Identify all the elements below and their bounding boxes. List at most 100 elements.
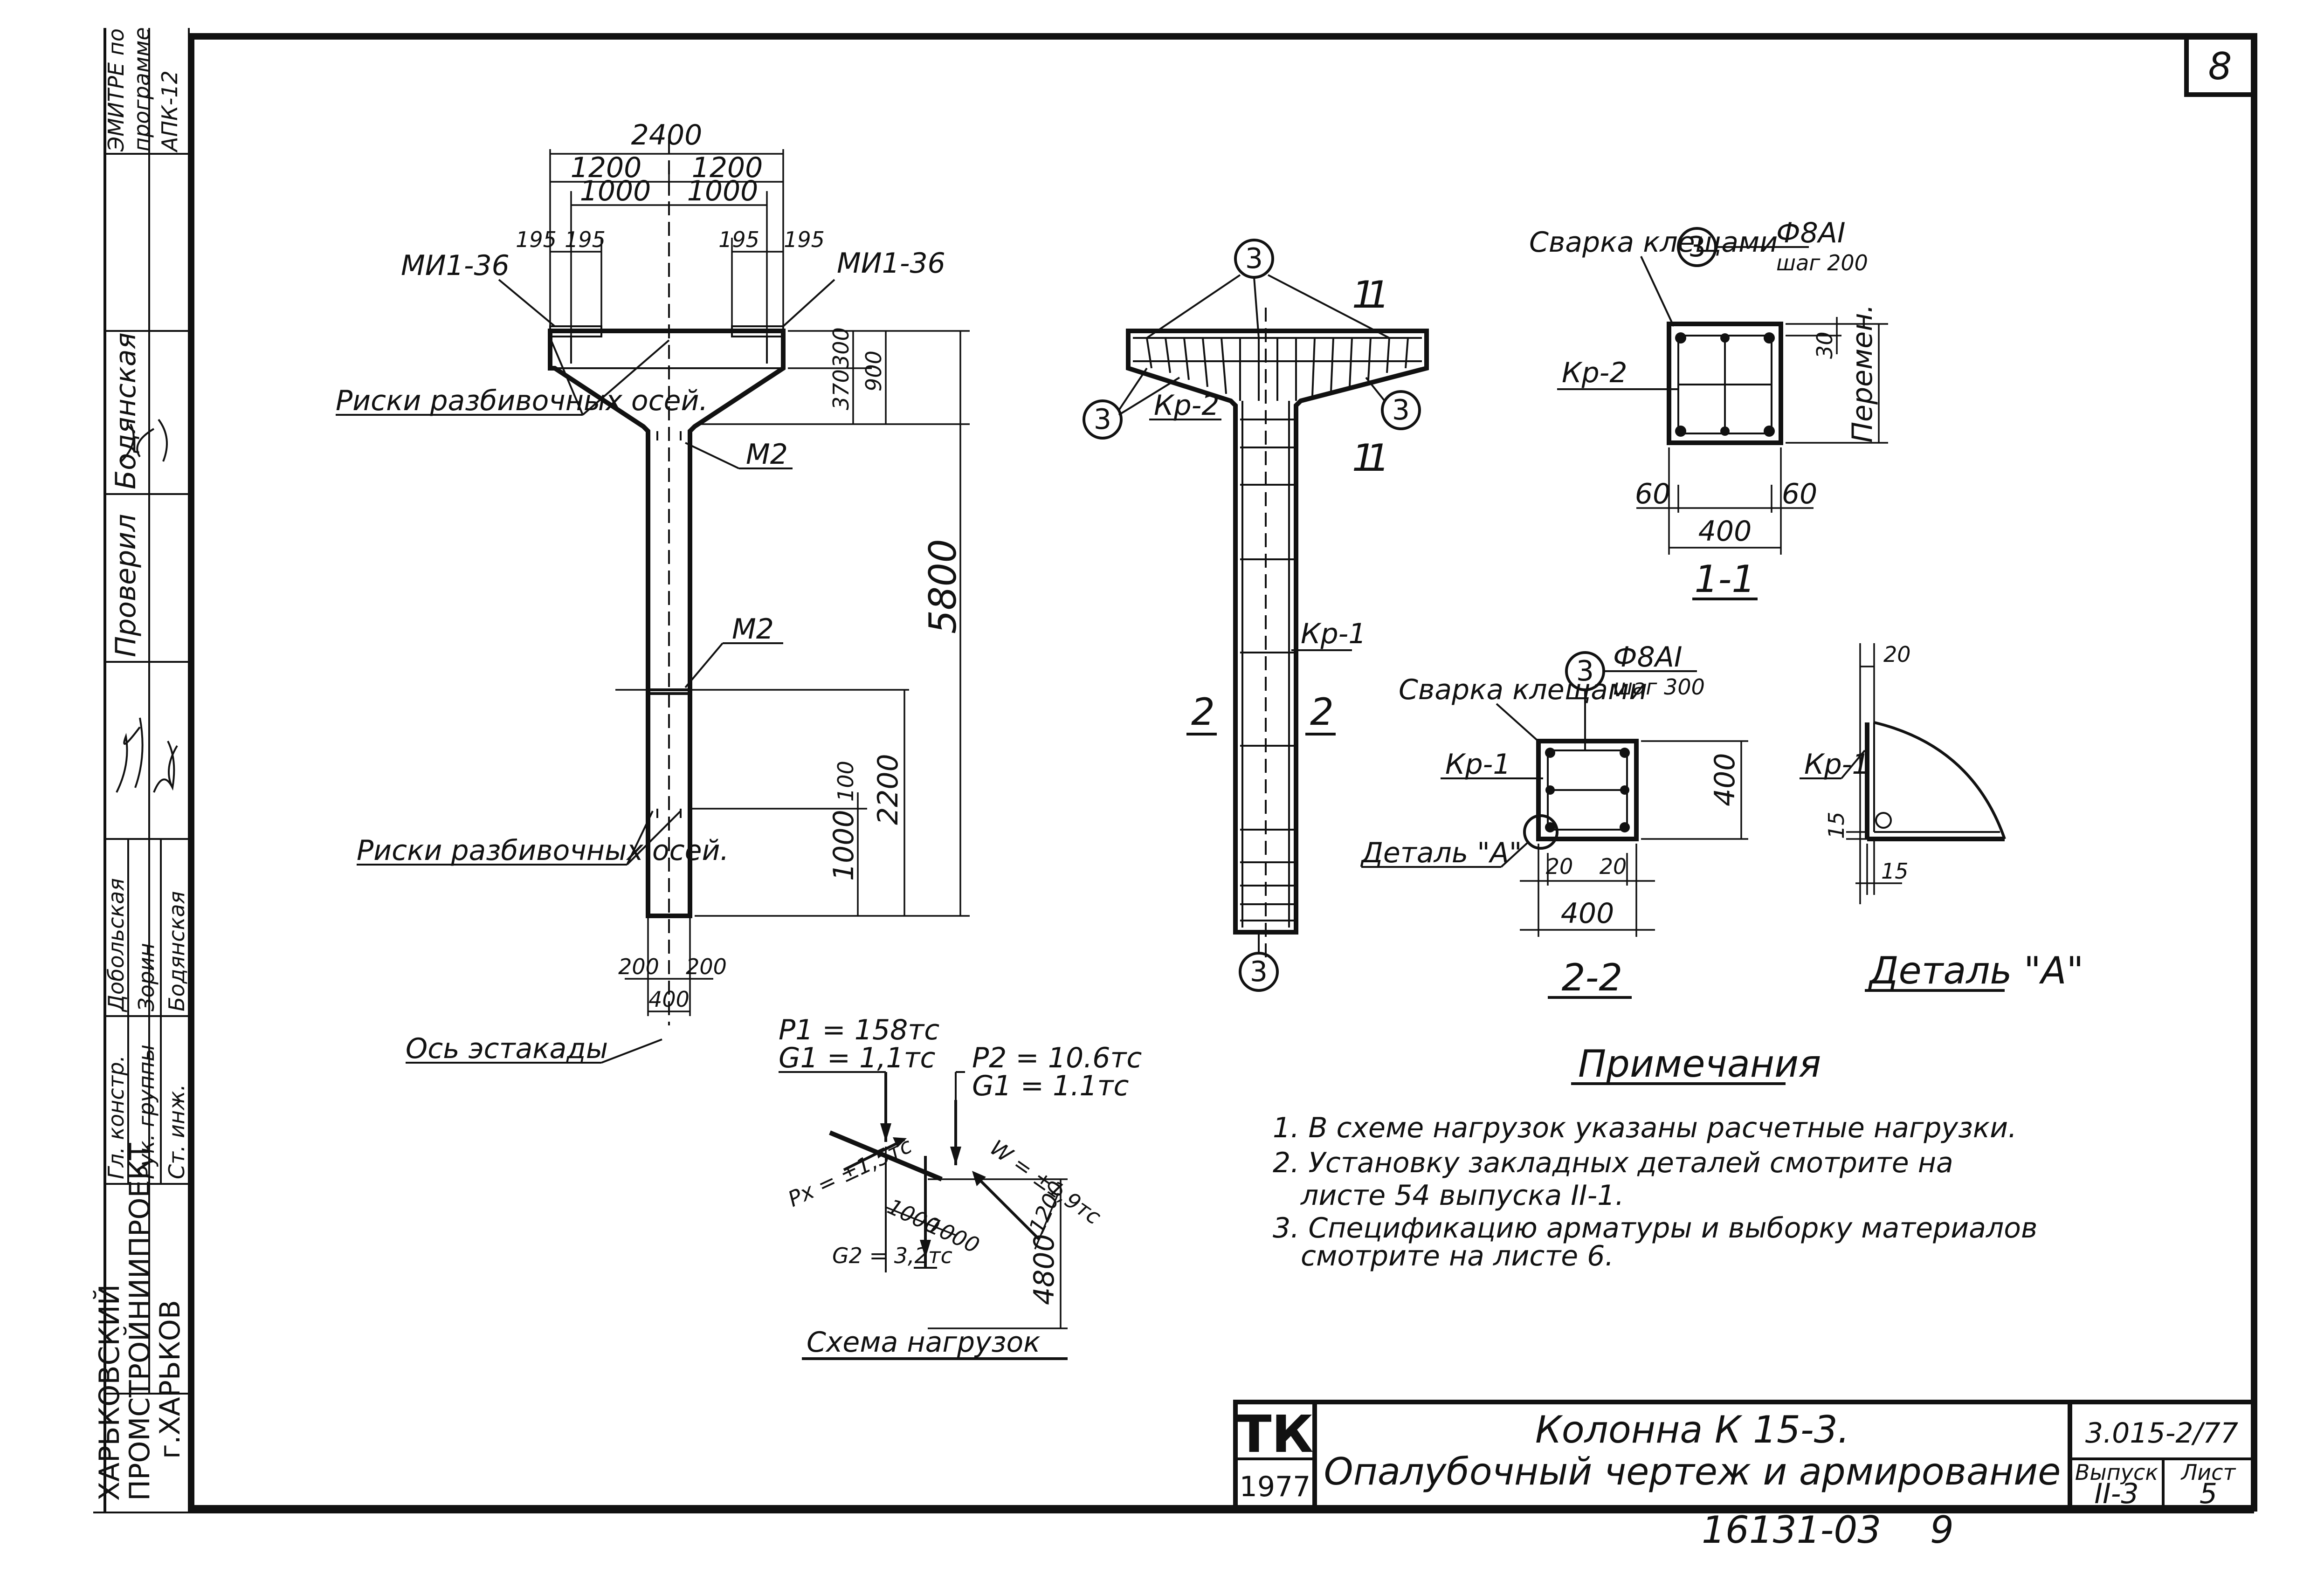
load-scheme: P1 = 158тс G1 = 1,1тс P2 = 10.6тс G1 = 1… bbox=[779, 1014, 1142, 1360]
plate-right bbox=[731, 325, 784, 337]
dim-1000-left: 1000 bbox=[580, 175, 651, 207]
load-p1: P1 = 158тс bbox=[779, 1014, 939, 1046]
role-3: Ст. инж. bbox=[164, 1084, 189, 1179]
notes-title: Примечания bbox=[1578, 1042, 1821, 1086]
s22-dim-20-left: 20 bbox=[1546, 854, 1573, 879]
marks-label-top: Риски разбивочных осей. bbox=[336, 385, 708, 417]
s11-dim-400: 400 bbox=[1698, 515, 1752, 548]
org-line1: ХАРЬКОВСКИЙ bbox=[92, 1284, 126, 1501]
checked-name: Бодянская bbox=[110, 332, 142, 489]
kr2-label-mid: Кр-2 bbox=[1154, 389, 1220, 422]
tb-year: 1977 bbox=[1240, 1471, 1311, 1503]
dim-100: 100 bbox=[833, 761, 858, 802]
tb-issue-label: Выпуск bbox=[2075, 1460, 2158, 1485]
plate-label-left: МИ1-36 bbox=[401, 249, 510, 282]
name-1: Добольская bbox=[103, 878, 129, 1012]
s22-bar: Ф8АI bbox=[1613, 641, 1683, 674]
section-mark-1c: 1 bbox=[1366, 273, 1390, 316]
org-line2: ПРОМСТРОЙНИИПРОЕКТ bbox=[123, 1143, 156, 1501]
m2-top: М2 bbox=[746, 438, 788, 471]
tb-sheet-value: 5 bbox=[2200, 1478, 2217, 1510]
s11-title: 1-1 bbox=[1695, 557, 1756, 601]
da-dim-20: 20 bbox=[1883, 642, 1911, 667]
program-line2: программе bbox=[129, 27, 154, 151]
signature-1 bbox=[116, 717, 178, 793]
archive-number: 16131-03 bbox=[1702, 1508, 1881, 1552]
sheet-number-box bbox=[2184, 34, 2256, 97]
s22-pitch: шаг 300 bbox=[1613, 674, 1705, 700]
s22-title: 2-2 bbox=[1562, 956, 1623, 999]
program-line1: ЭМИТРЕ по bbox=[103, 28, 129, 152]
load-dim-4800: 4800 bbox=[1028, 1234, 1061, 1305]
note-2: 2. Установку закладных деталей смотрите … bbox=[1273, 1147, 1953, 1179]
stirrups-head bbox=[1146, 337, 1409, 401]
kr1-label-mid: Кр-1 bbox=[1301, 618, 1366, 650]
da-title: Деталь "А" bbox=[1868, 949, 2083, 992]
load-g1-left: G1 = 1,1тс bbox=[779, 1042, 935, 1074]
load-title: Схема нагрузок bbox=[807, 1326, 1040, 1359]
note-2b: листе 54 выпуска II-1. bbox=[1300, 1179, 1624, 1212]
bubble-3-top-text: 3 bbox=[1245, 242, 1263, 275]
dim-195-d: 195 bbox=[784, 227, 825, 252]
reinforcement-view: 1 1 1 1 3 3 Кр-2 3 Кр-1 2 2 3 bbox=[1083, 239, 1429, 992]
load-p2: P2 = 10.6тс bbox=[972, 1042, 1142, 1074]
dim-1000-right: 1000 bbox=[687, 175, 759, 207]
left-stamp: ЭМИТРЕ по программе АПК-12 Бодянская Про… bbox=[92, 27, 190, 1512]
note-3b: смотрите на листе 6. bbox=[1301, 1240, 1614, 1272]
org-line3: г.ХАРЬКОВ bbox=[154, 1300, 186, 1459]
sheet-number: 8 bbox=[2208, 45, 2232, 88]
section-mark-1a: 1 bbox=[1352, 273, 1376, 316]
s11-pitch: шаг 200 bbox=[1776, 250, 1868, 275]
dim-900: 900 bbox=[861, 351, 886, 392]
dim-1200-left: 1200 bbox=[571, 151, 642, 184]
s11-kr2: Кр-2 bbox=[1562, 357, 1627, 389]
dim-300: 300 bbox=[828, 327, 854, 368]
load-g1-right: G1 = 1.1тс bbox=[972, 1070, 1129, 1102]
dim-2200: 2200 bbox=[872, 754, 904, 825]
s22-dim-20-right: 20 bbox=[1600, 854, 1627, 879]
s11-variable: Перемен. bbox=[1846, 304, 1879, 443]
plate-left bbox=[549, 325, 602, 337]
da-kr1: Кр-1 bbox=[1804, 748, 1870, 781]
dim-200-right: 200 bbox=[686, 954, 727, 979]
tb-title-2: Опалубочный чертеж и армирование bbox=[1324, 1450, 2061, 1493]
section-2-2: Сварка клещами 3 Ф8АI шаг 300 Кр-1 400 Д… bbox=[1360, 641, 1748, 999]
dim-5800: 5800 bbox=[921, 539, 965, 634]
da-dim-15-left: 15 bbox=[1824, 811, 1849, 839]
bubble-3-bottom-text: 3 bbox=[1250, 955, 1268, 988]
s11-bar: Ф8АI bbox=[1776, 217, 1846, 249]
bubble-3-right bbox=[1381, 390, 1421, 430]
dim-400-bottom: 400 bbox=[648, 987, 690, 1012]
section-mark-1d: 1 bbox=[1366, 436, 1390, 480]
tb-issue-value: II-3 bbox=[2094, 1478, 2138, 1510]
section-2-2-outline bbox=[1536, 739, 1639, 841]
name-2: Зорин bbox=[134, 943, 159, 1011]
plate-label-right: МИ1-36 bbox=[837, 247, 945, 280]
dim-1200-right: 1200 bbox=[692, 151, 763, 184]
column-elevation: 2400 1200 1200 1000 1000 195 195 195 195… bbox=[336, 119, 970, 1065]
notes-block: Примечания 1. В схеме нагрузок указаны р… bbox=[1273, 1042, 2037, 1272]
name-3: Бодянская bbox=[164, 891, 189, 1011]
marks-label-bottom: Риски разбивочных осей. bbox=[357, 834, 729, 867]
section-1-1-outline bbox=[1667, 322, 1783, 445]
s22-detail-ref: Деталь "А" bbox=[1360, 837, 1522, 869]
program-line3: АПК-12 bbox=[157, 70, 182, 153]
axis-label: Ось эстакады bbox=[406, 1032, 608, 1065]
m2-mid: М2 bbox=[732, 613, 774, 646]
section-mark-1b: 1 bbox=[1352, 436, 1376, 480]
stirrups-shaft bbox=[1240, 419, 1294, 921]
dim-195-a: 195 bbox=[516, 227, 557, 252]
tb-doc-code: 3.015-2/77 bbox=[2085, 1417, 2238, 1450]
s22-dim-400-v: 400 bbox=[1709, 753, 1741, 806]
outer-frame bbox=[188, 33, 2257, 1512]
dim-195-c: 195 bbox=[718, 227, 759, 252]
s11-welding: Сварка клещами bbox=[1529, 226, 1778, 259]
s22-welding: Сварка клещами bbox=[1399, 674, 1647, 706]
dim-2400: 2400 bbox=[631, 119, 703, 151]
s22-kr1: Кр-1 bbox=[1445, 748, 1511, 781]
dim-195-b: 195 bbox=[565, 227, 606, 252]
archive-page: 9 bbox=[1930, 1508, 1954, 1552]
bubble-3-left-text: 3 bbox=[1094, 403, 1111, 436]
checked-label: Проверил bbox=[110, 514, 142, 657]
